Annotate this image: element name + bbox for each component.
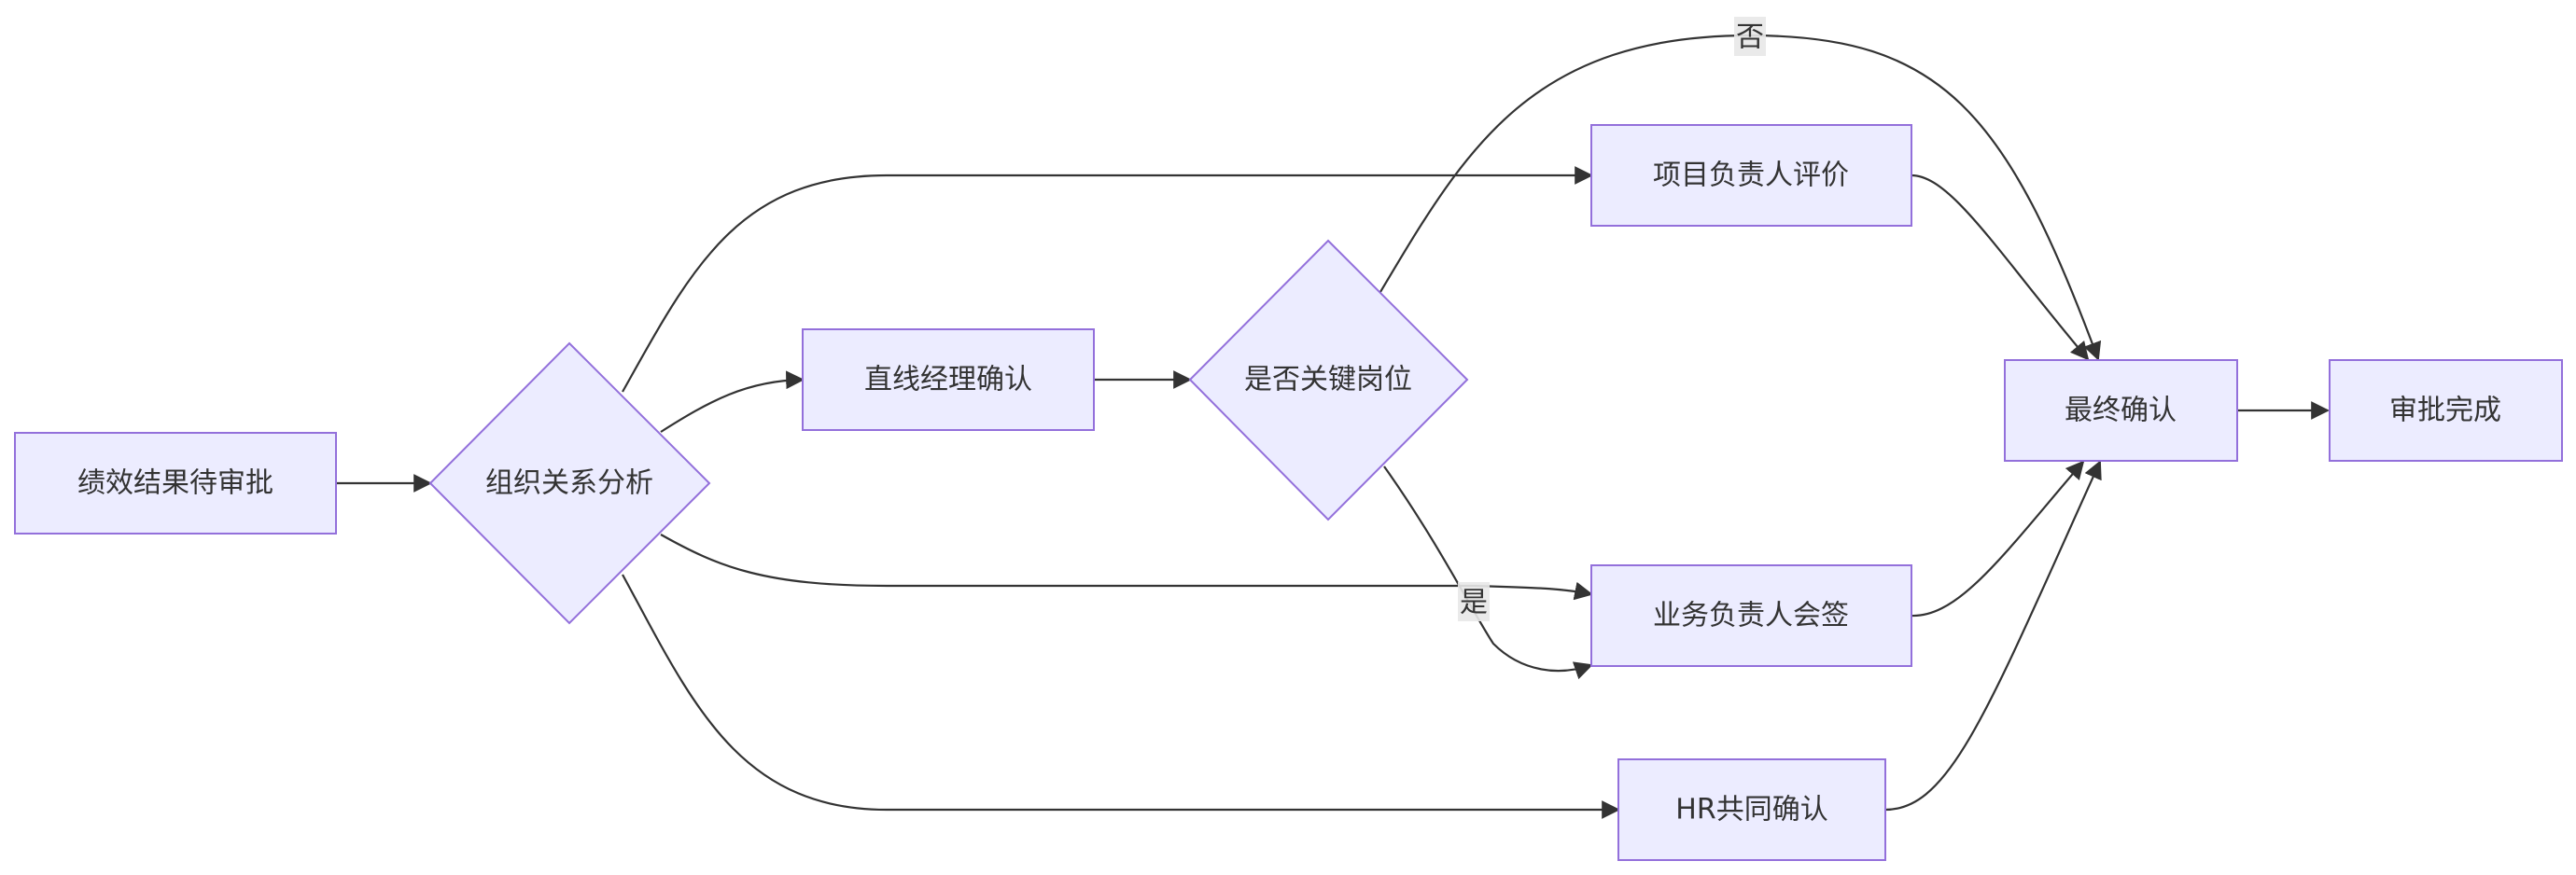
- node-key-post-label: 是否关键岗位: [1244, 364, 1412, 396]
- node-hr[interactable]: HR共同确认: [1617, 758, 1886, 861]
- node-org-label: 组织关系分析: [485, 467, 653, 500]
- node-done-label: 审批完成: [2389, 395, 2501, 427]
- edge-label-no-text: 否: [1736, 21, 1764, 54]
- node-start[interactable]: 绩效结果待审批: [14, 432, 337, 535]
- edge-label-no: 否: [1734, 17, 1766, 56]
- edge-label-yes-text: 是: [1460, 587, 1488, 619]
- node-project-lead-label: 项目负责人评价: [1653, 160, 1849, 192]
- node-key-post-decision[interactable]: 是否关键岗位: [1188, 239, 1469, 521]
- edges-layer: [336, 34, 2330, 819]
- edge-hr-to-final: [1884, 460, 2102, 812]
- edge-key-post-to-biz-lead: [1383, 465, 1593, 680]
- edge-biz-lead-to-final: [1911, 460, 2085, 618]
- edge-org-to-line-mgr: [660, 370, 805, 433]
- edge-org-to-biz-lead: [660, 534, 1593, 601]
- node-hr-label: HR共同确认: [1675, 794, 1827, 826]
- node-done[interactable]: 审批完成: [2329, 359, 2563, 462]
- edge-proj-lead-to-final: [1911, 174, 2090, 361]
- node-business-lead-label: 业务负责人会签: [1653, 600, 1849, 632]
- node-start-label: 绩效结果待审批: [77, 467, 273, 500]
- nodes-layer: 绩效结果待审批 组织关系分析 直线经理确认 是否关键岗位 项目负责人评价 业务负: [14, 124, 2563, 861]
- node-final[interactable]: 最终确认: [2004, 359, 2238, 462]
- edge-label-yes: 是: [1458, 582, 1490, 621]
- node-org-decision[interactable]: 组织关系分析: [428, 341, 711, 625]
- edge-org-to-hr: [622, 574, 1620, 819]
- node-business-lead[interactable]: 业务负责人会签: [1590, 564, 1912, 667]
- edge-labels-layer: 否 是: [1458, 17, 1766, 621]
- node-project-lead[interactable]: 项目负责人评价: [1590, 124, 1912, 227]
- node-line-manager[interactable]: 直线经理确认: [802, 328, 1095, 431]
- node-final-label: 最终确认: [2065, 395, 2177, 427]
- edge-org-to-proj-lead: [622, 166, 1593, 393]
- node-line-manager-label: 直线经理确认: [864, 364, 1032, 396]
